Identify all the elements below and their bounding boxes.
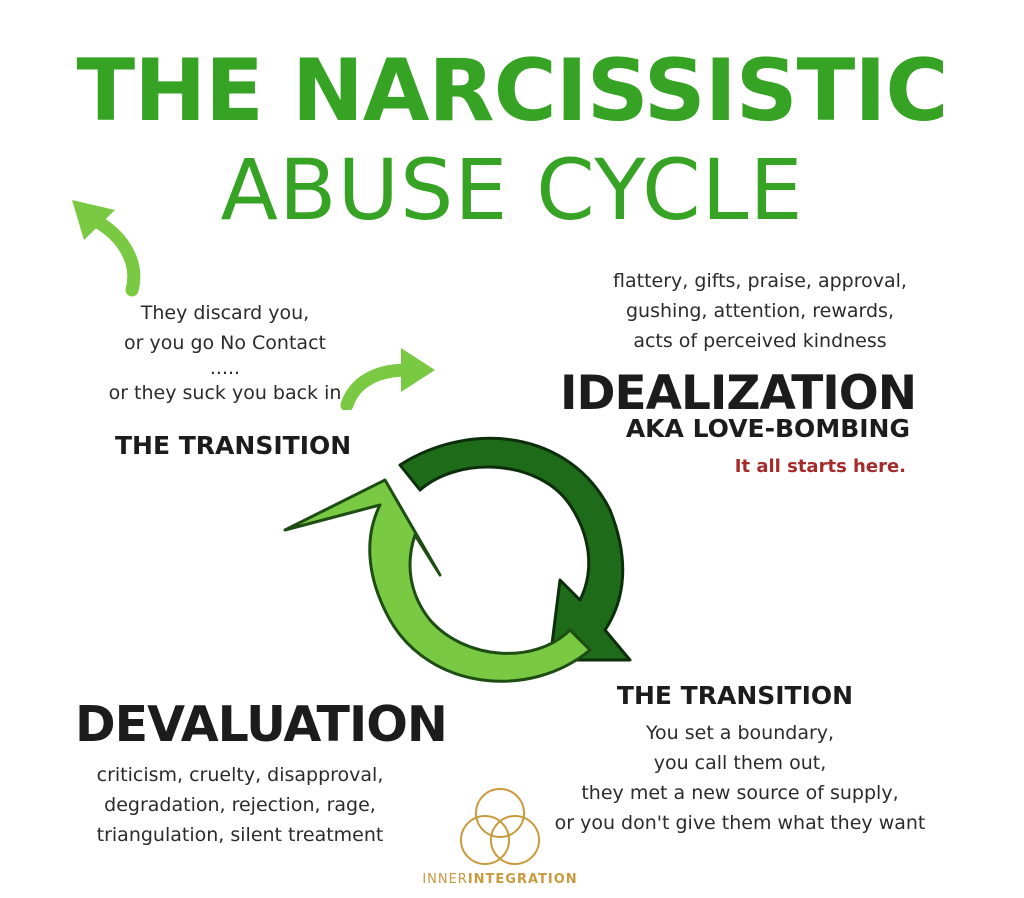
description-line: flattery, gifts, praise, approval, [613, 270, 907, 292]
description-line: or you don't give them what they want [554, 812, 926, 834]
devaluation-description: criticism, cruelty, disapproval, degrada… [80, 760, 400, 850]
curved-arrow-icon [72, 200, 141, 297]
title-line-1: THE NARCISSISTIC [76, 41, 949, 141]
transition-bottom-description: You set a boundary, you call them out, t… [540, 718, 940, 838]
idealization-subheading: AKA LOVE-BOMBING [625, 414, 910, 443]
description-line: acts of perceived kindness [633, 330, 887, 352]
transition-bottom-heading: THE TRANSITION [616, 681, 854, 710]
description-line: they met a new source of supply, [581, 782, 899, 804]
idealization-heading: IDEALIZATION [560, 366, 917, 421]
title-line-2: ABUSE CYCLE [220, 141, 804, 239]
description-line: criticism, cruelty, disapproval, [96, 764, 384, 786]
description-line: you call them out, [653, 752, 827, 774]
devaluation-heading: DEVALUATION [75, 696, 448, 753]
curved-arrow-icon [340, 348, 435, 410]
description-line: ..... [209, 357, 241, 379]
brand-word-1: INNER [422, 872, 468, 887]
starts-here-note: It all starts here. [734, 456, 906, 477]
description-line: or you go No Contact [124, 332, 326, 354]
brand-word-2: INTEGRATION [467, 872, 578, 887]
description-line: triangulation, silent treatment [96, 824, 384, 846]
description-line: or they suck you back in [108, 382, 342, 404]
cycle-arrows-icon [283, 436, 632, 683]
brand-name: INNERINTEGRATION [350, 872, 650, 887]
transition-top-description: They discard you, or you go No Contact .… [80, 298, 370, 408]
description-line: degradation, rejection, rage, [104, 794, 376, 816]
description-line: gushing, attention, rewards, [626, 300, 894, 322]
idealization-description: flattery, gifts, praise, approval, gushi… [570, 266, 950, 356]
transition-top-heading: THE TRANSITION [115, 431, 352, 460]
three-circles-logo [460, 788, 540, 865]
description-line: You set a boundary, [645, 722, 835, 744]
description-line: They discard you, [140, 302, 310, 324]
